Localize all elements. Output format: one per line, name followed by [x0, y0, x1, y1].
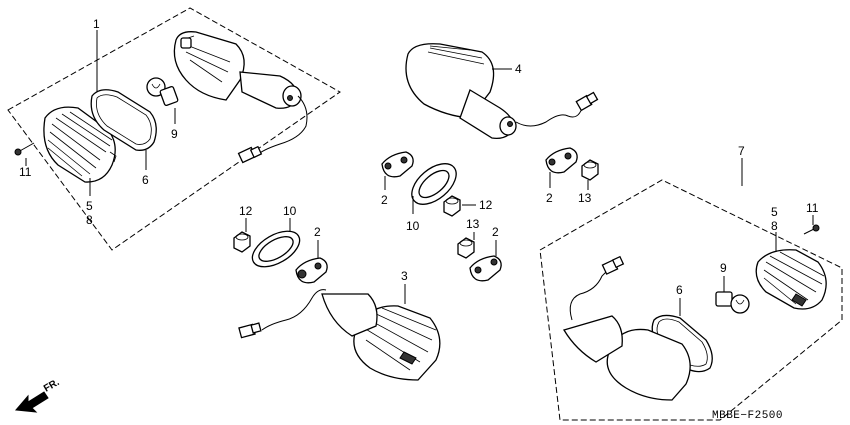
callout-5: 5 [86, 199, 93, 213]
packing-ring [251, 230, 301, 268]
lens [43, 106, 117, 183]
callout-9: 9 [171, 127, 178, 141]
callout-1: 1 [93, 17, 100, 31]
group-7-rear-winker: 7 5 8 11 9 6 [539, 144, 843, 421]
bulb [715, 291, 750, 314]
nut [443, 195, 461, 217]
callout-13: 13 [466, 217, 480, 231]
screw [803, 224, 820, 235]
callout-2: 2 [314, 225, 321, 239]
mounting-plate [295, 257, 328, 284]
callout-3: 3 [401, 269, 408, 283]
group-1-front-left-winker: 1 5 8 6 9 11 [7, 7, 341, 251]
nut [233, 231, 251, 253]
mounting-plate [381, 151, 414, 178]
screw [14, 142, 35, 156]
callout-7: 7 [738, 144, 745, 158]
direction-arrow-icon [14, 391, 49, 413]
callout-6: 6 [142, 173, 149, 187]
group-4-winker-assembly: 4 [405, 43, 599, 140]
group-1-boundary [7, 7, 341, 251]
callout-12: 12 [479, 198, 493, 212]
winker-housing [173, 31, 308, 164]
winker-housing [563, 255, 691, 401]
callout-2: 2 [546, 191, 553, 205]
callout-10: 10 [283, 204, 297, 218]
direction-label: FR. [42, 377, 62, 395]
group-7-boundary [539, 179, 843, 421]
diagram-code: MBBE−F2500 [712, 410, 783, 422]
callout-5: 5 [771, 205, 778, 219]
callout-2: 2 [381, 193, 388, 207]
callout-8: 8 [771, 219, 778, 233]
callout-8: 8 [86, 213, 93, 227]
callout-10: 10 [406, 219, 420, 233]
mounting-plate [469, 255, 502, 282]
front-direction-indicator: FR. [14, 377, 62, 413]
packing-ring [411, 163, 457, 205]
packing [90, 89, 157, 151]
nut [581, 159, 599, 181]
callout-6: 6 [676, 283, 683, 297]
callout-11: 11 [806, 201, 819, 215]
nut [457, 237, 475, 259]
callout-11: 11 [19, 165, 32, 179]
callout-13: 13 [578, 191, 592, 205]
callout-9: 9 [720, 261, 727, 275]
callout-12: 12 [239, 204, 253, 218]
lens [755, 249, 827, 310]
callout-4: 4 [515, 62, 522, 76]
bulb [146, 77, 179, 106]
mounting-plate [545, 147, 578, 174]
callout-2: 2 [492, 225, 499, 239]
group-3-winker-assembly: 3 [238, 269, 441, 381]
mounting-hardware: 12 10 2 2 10 [233, 147, 599, 284]
